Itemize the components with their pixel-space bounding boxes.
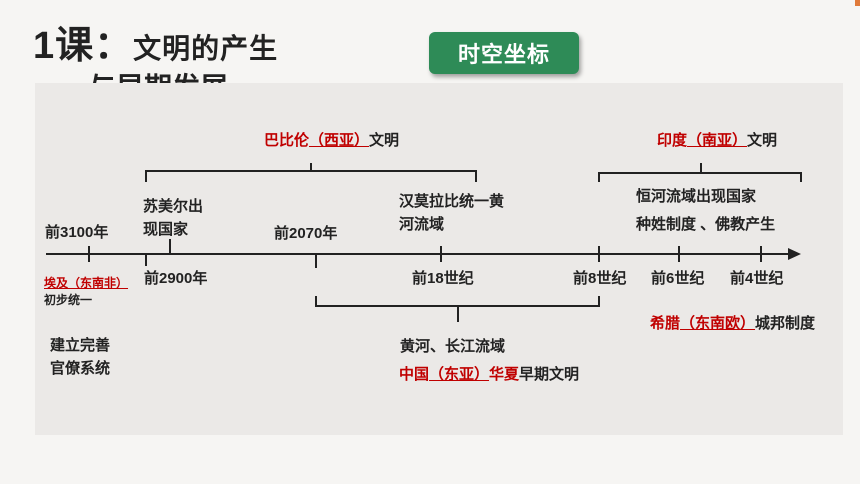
corner-accent-bar: [855, 0, 860, 6]
ganges-line2: 种姓制度 、佛教产生: [636, 216, 776, 233]
date-2900: 前2900年: [144, 270, 208, 287]
section-badge[interactable]: 时空坐标: [429, 32, 579, 74]
hammurabi-line2: 河流域: [399, 216, 445, 233]
india-bracket: [598, 172, 802, 182]
babylon-region: （西亚）: [309, 132, 370, 149]
date-8c: 前8世纪: [573, 270, 627, 287]
india-region: （南亚）: [687, 132, 748, 149]
china-region: （东亚）: [429, 366, 490, 383]
sumer-line2: 现国家: [143, 221, 189, 238]
china-label: 中国（东亚）华夏早期文明: [399, 363, 579, 386]
china-bracket: [315, 296, 600, 307]
timeline-arrow: [788, 248, 801, 260]
date-2070: 前2070年: [274, 225, 338, 242]
lesson-title: 1课：文明的产生: [33, 14, 278, 69]
sumer-line1: 苏美尔出: [143, 198, 204, 215]
hammurabi-event: 汉莫拉比统一黄 河流域: [399, 190, 504, 236]
egypt-label: 埃及（东南非）: [44, 276, 129, 290]
india-name: 印度: [657, 132, 688, 149]
china-suffix: 早期文明: [519, 366, 580, 383]
china-line1: 黄河、长江流域: [400, 338, 506, 355]
india-suffix: 文明: [747, 132, 778, 149]
greece-label: 希腊（东南欧）城邦制度: [650, 312, 815, 335]
bureaucracy-line1: 建立完善: [50, 337, 111, 354]
title-colon: ：: [94, 25, 134, 67]
china-prefix: 中国: [399, 366, 430, 383]
title-line1: 文明的产生: [133, 33, 279, 64]
ganges-event: 恒河流域出现国家 种姓制度 、佛教产生: [636, 185, 775, 236]
date-6c: 前6世纪: [651, 270, 705, 287]
greece-region: （东南欧）: [680, 315, 756, 332]
date-4c: 前4世纪: [730, 270, 784, 287]
sumer-event: 苏美尔出 现国家: [143, 195, 203, 241]
india-label: 印度（南亚）文明: [657, 129, 777, 152]
greece-suffix: 城邦制度: [755, 315, 816, 332]
bureaucracy-line2: 官僚系统: [50, 360, 111, 377]
hammurabi-line1: 汉莫拉比统一黄: [399, 193, 505, 210]
babylon-suffix: 文明: [369, 132, 400, 149]
babylon-bracket: [145, 170, 477, 182]
babylon-label: 巴比伦（西亚）文明: [264, 129, 399, 152]
egypt-event: 埃及（东南非） 初步统一: [44, 275, 128, 309]
date-3100: 前3100年: [45, 224, 109, 241]
ganges-line1: 恒河流域出现国家: [636, 188, 757, 205]
bureaucracy-event: 建立完善 官僚系统: [50, 334, 110, 380]
timeline-panel: [35, 83, 843, 435]
date-18c: 前18世纪: [412, 270, 474, 287]
lesson-number: 1课: [33, 25, 95, 67]
china-name: 华夏: [489, 366, 520, 383]
babylon-name: 巴比伦: [264, 132, 310, 149]
greece-prefix: 希腊: [650, 315, 681, 332]
egypt-line2: 初步统一: [44, 293, 93, 307]
